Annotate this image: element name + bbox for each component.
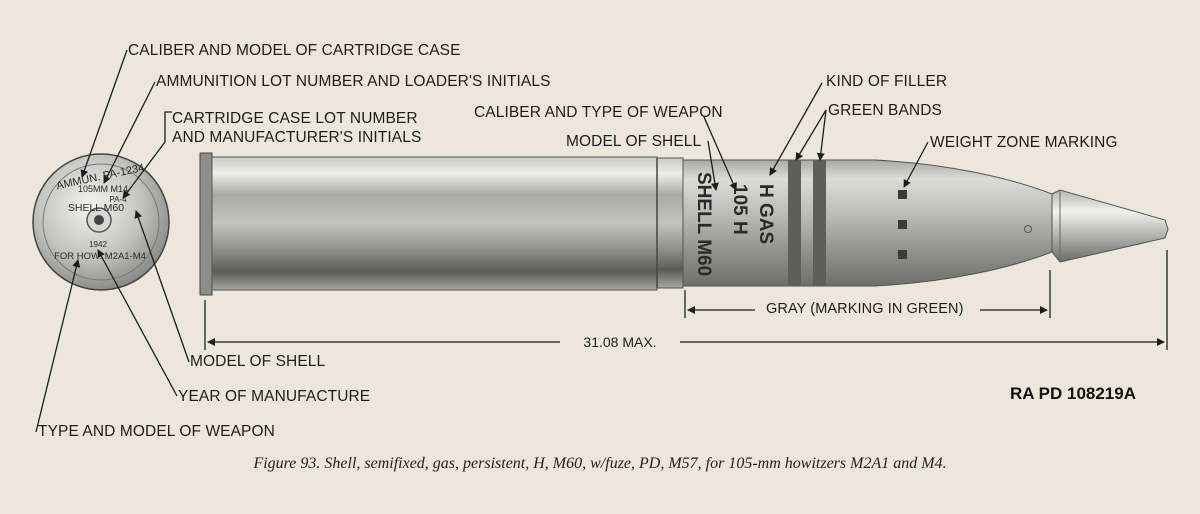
- cartridge-case: [199, 152, 684, 296]
- label-green-bands: GREEN BANDS: [828, 102, 942, 119]
- overall-length-dimension: 31.08 MAX.: [583, 334, 656, 350]
- base-caliber-text: 105MM M14: [78, 184, 128, 194]
- base-year-text: 1942: [89, 240, 107, 249]
- weight-zone-square-3: [898, 250, 907, 259]
- base-case-lot-text: PA-4: [109, 195, 127, 204]
- stencil-caliber: 105 H: [729, 184, 750, 235]
- label-weight-zone-marking: WEIGHT ZONE MARKING: [930, 134, 1118, 151]
- label-model-of-shell-bottom: MODEL OF SHELL: [190, 353, 326, 370]
- figure-caption: Figure 93. Shell, semifixed, gas, persis…: [253, 455, 947, 472]
- label-year-of-manufacture: YEAR OF MANUFACTURE: [178, 388, 371, 405]
- stencil-filler: H GAS: [755, 184, 776, 244]
- label-ammunition-lot-number: AMMUNITION LOT NUMBER AND LOADER'S INITI…: [156, 73, 551, 90]
- base-shell-text: SHELL M60: [68, 202, 124, 214]
- dimension-lines: 31.08 MAX.: [204, 250, 1168, 350]
- cartridge-base-view: AMMUN. PA-1234 105MM M14 PA-4 SHELL M60 …: [32, 153, 170, 291]
- label-kind-of-filler: KIND OF FILLER: [826, 73, 948, 90]
- reference-number: RA PD 108219A: [1010, 384, 1136, 403]
- stencil-model: SHELL M60: [693, 172, 714, 276]
- label-type-model-weapon: TYPE AND MODEL OF WEAPON: [38, 423, 275, 440]
- label-case-lot-number-line2: AND MANUFACTURER'S INITIALS: [172, 129, 422, 146]
- green-band-1: [788, 160, 801, 286]
- label-gray-marking-in-green: GRAY (MARKING IN GREEN): [766, 301, 964, 317]
- label-caliber-model-cartridge-case: CALIBER AND MODEL OF CARTRIDGE CASE: [128, 42, 461, 59]
- label-model-of-shell-top: MODEL OF SHELL: [566, 133, 702, 150]
- label-case-lot-number-line1: CARTRIDGE CASE LOT NUMBER: [172, 110, 418, 127]
- leader-lines: [35, 49, 929, 433]
- label-caliber-type-weapon: CALIBER AND TYPE OF WEAPON: [474, 104, 723, 121]
- shell-body: H GAS 105 H SHELL M60: [682, 159, 1053, 287]
- fuze: [1051, 189, 1169, 263]
- green-band-2: [813, 160, 826, 286]
- weight-zone-square-1: [898, 190, 907, 199]
- weight-zone-square-2: [898, 220, 907, 229]
